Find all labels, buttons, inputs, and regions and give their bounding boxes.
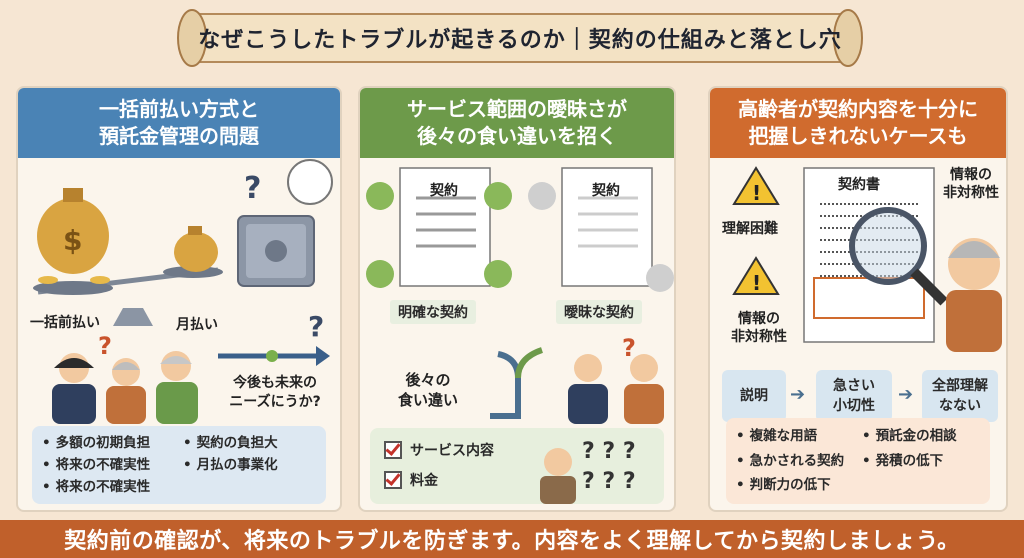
checkbox-checked-icon [384, 471, 402, 489]
elderly-woman-icon [946, 238, 1002, 352]
label-difficult: 理解困難 [722, 221, 778, 237]
list-item: 判断力の低下 [736, 473, 854, 498]
service-scope-illustration: ? [366, 167, 674, 424]
scroll-banner-shape [177, 9, 863, 67]
checkbox-checked-icon [384, 441, 402, 459]
tag-clear-contract: 明確な契約 [390, 300, 476, 324]
label-asymmetry-left: 情報の非対称性 [731, 311, 787, 345]
flow-step-not-understood: 全部理解なない [922, 370, 998, 422]
checklist-area: サービス内容 料金 ? ? ? ? ? ? [370, 428, 664, 504]
label-mismatch: 後々の食い違い [397, 371, 458, 409]
scale-base [113, 308, 153, 326]
flow-step-rushed: 急さい小切性 [816, 370, 892, 422]
svg-text:!: ! [752, 271, 761, 295]
phone-icon [366, 260, 394, 288]
label-asymmetry-right: 情報の非対称性 [943, 167, 999, 201]
panel-elderly-understanding: 高齢者が契約内容を十分に 把握しきれないケースも ! ! [708, 86, 1008, 512]
svg-text:!: ! [752, 181, 761, 205]
worried-elder-icon: ? ? ? ? ? ? [540, 439, 636, 504]
check-service-content: サービス内容 [384, 440, 494, 460]
tag-vague-contract: 曖昧な契約 [556, 300, 642, 324]
list-item: 複雑な用語 [736, 424, 854, 449]
warning-icon: ! [732, 256, 780, 295]
list-item: 急かされる契約 [736, 449, 854, 474]
elderly-contract-illustration: ! ! [732, 166, 1002, 352]
label-future-needs: 今後も未来のニーズにうか? [229, 375, 321, 410]
list-item: 預託金の相談 [862, 424, 980, 449]
family-people-icon [52, 351, 198, 424]
panel3-issue-list: 複雑な用語 預託金の相談 急かされる契約 発積の低下 判断力の低下 [726, 418, 990, 504]
confused-people-icon [568, 354, 664, 424]
svg-text:? ? ?: ? ? ? [582, 469, 636, 494]
arrow-right-icon: ➔ [790, 384, 806, 405]
label-lump-sum: 一括前払い [30, 315, 100, 331]
panel2-heading: サービス範囲の曖昧さが 後々の食い違いを招く [360, 88, 674, 158]
svg-text:?: ? [308, 310, 324, 343]
clear-contract-document-icon [399, 167, 491, 287]
check-fee: 料金 [384, 470, 438, 490]
mobile-icon [484, 260, 512, 288]
svg-text:?: ? [622, 334, 636, 362]
panel-prepayment: 一括前払い方式と 預託金管理の問題 $ ? [16, 86, 342, 512]
list-item: 契約の負担大 [183, 432, 316, 454]
panel3-heading: 高齢者が契約内容を十分に 把握しきれないケースも [710, 88, 1006, 158]
svg-text:$: $ [63, 224, 82, 257]
page-title: なぜこうしたトラブルが起きるのか｜契約の仕組みと落とし穴 [198, 28, 842, 53]
panel1-issue-list: 多額の初期負担 契約の負担大 将来の不確実性 月払の事業化 将来の不確実性 [32, 426, 326, 504]
svg-text:?: ? [98, 332, 112, 360]
tools-icon [484, 182, 512, 210]
money-bag-small-icon [174, 226, 218, 272]
contract-doc-label: 契約書 [838, 177, 880, 193]
svg-text:? ? ?: ? ? ? [582, 439, 636, 464]
list-item: 将来の不確実性 [42, 454, 175, 476]
warning-icon: ! [732, 166, 780, 205]
label-monthly: 月払い [176, 317, 218, 333]
question-icon: ? [244, 171, 261, 206]
money-bag-large-icon: $ [37, 188, 110, 284]
fork-arrow-icon [490, 351, 521, 419]
panel-service-scope: サービス範囲の曖昧さが 後々の食い違いを招く [358, 86, 676, 512]
vague-doc-label: 契約 [592, 183, 620, 199]
list-item: 将来の不確実性 [42, 476, 175, 498]
list-item: 月払の事業化 [183, 454, 316, 476]
vague-contract-document-icon [561, 167, 653, 287]
thought-bubble-icon [287, 159, 333, 205]
flow-step-explanation: 説明 [722, 370, 786, 422]
list-item: 発積の低下 [862, 449, 980, 474]
title-banner: なぜこうしたトラブルが起きるのか｜契約の仕組みと落とし穴 [170, 6, 870, 70]
cart-icon [366, 182, 394, 210]
panel1-heading: 一括前払い方式と 預託金管理の問題 [18, 88, 340, 158]
magnifying-glass-icon [849, 207, 948, 306]
list-item: 多額の初期負担 [42, 432, 175, 454]
arrow-right-icon: ➔ [898, 384, 914, 405]
question-icon [646, 264, 674, 292]
footer-banner: 契約前の確認が、将来のトラブルを防ぎます。内容をよく理解してから契約しましょう。 [0, 520, 1024, 558]
question-icon [528, 182, 556, 210]
safe-icon [237, 215, 315, 287]
prepayment-illustration: $ ? ? [33, 159, 333, 424]
clear-doc-label: 契約 [430, 183, 458, 199]
